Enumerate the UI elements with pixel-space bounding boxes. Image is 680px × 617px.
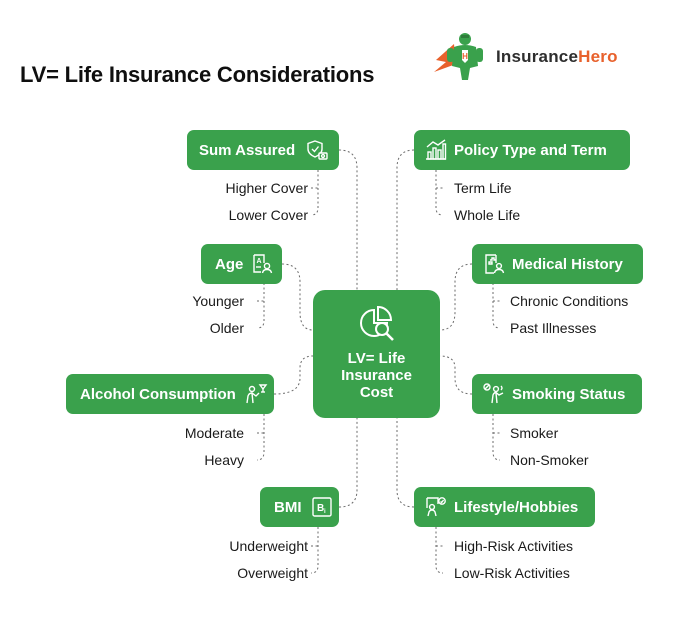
- list-item: Older: [209, 320, 244, 336]
- medical-record-icon: [482, 252, 506, 276]
- factor-policy-type-and-term: Policy Type and Term: [414, 130, 630, 170]
- factor-label: Age: [215, 255, 244, 273]
- list-item: Past Illnesses: [510, 320, 597, 336]
- factor-label: Alcohol Consumption: [80, 385, 236, 403]
- factor-label: Smoking Status: [512, 385, 626, 403]
- factor-smoking-status: Smoking Status: [472, 374, 642, 414]
- factor-medical-history: Medical History: [472, 244, 643, 284]
- list-item: Term Life: [454, 180, 512, 196]
- list-item: Younger: [192, 293, 244, 309]
- list-item: Lower Cover: [228, 207, 308, 223]
- factor-alcohol-consumption: Alcohol Consumption: [66, 374, 274, 414]
- factor-sum-assured: Sum Assured: [187, 130, 339, 170]
- list-item: High-Risk Activities: [454, 538, 574, 554]
- list-item: Higher Cover: [225, 180, 308, 196]
- list-item: Whole Life: [454, 207, 521, 223]
- list-item: Smoker: [510, 425, 559, 441]
- factor-label: Lifestyle/Hobbies: [454, 498, 579, 516]
- svg-text:A: A: [257, 258, 262, 265]
- list-item: Low-Risk Activities: [454, 565, 570, 581]
- list-item: Moderate: [184, 425, 244, 441]
- profile-card-icon: A: [250, 252, 274, 276]
- factor-lifestyle-hobbies: Lifestyle/Hobbies: [414, 487, 595, 527]
- shield-money-icon: [305, 138, 329, 162]
- bar-chart-icon: [424, 138, 448, 162]
- factor-bmi: BMI B i: [260, 487, 339, 527]
- brand-logo: H InsuranceHero: [432, 30, 662, 82]
- factor-label: BMI: [274, 498, 302, 516]
- person-idea-icon: [424, 495, 448, 519]
- list-item: Heavy: [204, 452, 244, 468]
- list-item: Underweight: [229, 538, 308, 554]
- person-smoking-icon: [482, 382, 506, 406]
- pie-chart-search-icon: [357, 304, 397, 344]
- factor-label: Medical History: [512, 255, 623, 273]
- factor-age: Age A: [201, 244, 282, 284]
- person-drink-icon: [244, 382, 268, 406]
- list-item: Non-Smoker: [510, 452, 589, 468]
- page-title: LV= Life Insurance Considerations: [20, 62, 375, 87]
- superhero-logo-icon: H: [432, 30, 492, 82]
- brand-name: InsuranceHero: [496, 47, 618, 66]
- bmi-icon: B i: [310, 495, 334, 519]
- list-item: Overweight: [237, 565, 308, 581]
- factor-label: Policy Type and Term: [454, 141, 607, 159]
- central-label: LV= Life Insurance Cost: [341, 350, 412, 401]
- factor-label: Sum Assured: [199, 141, 296, 159]
- central-node: LV= Life Insurance Cost: [313, 290, 440, 418]
- list-item: Chronic Conditions: [510, 293, 629, 309]
- svg-text:i: i: [324, 509, 326, 515]
- svg-text:H: H: [462, 52, 468, 61]
- svg-text:B: B: [317, 503, 324, 514]
